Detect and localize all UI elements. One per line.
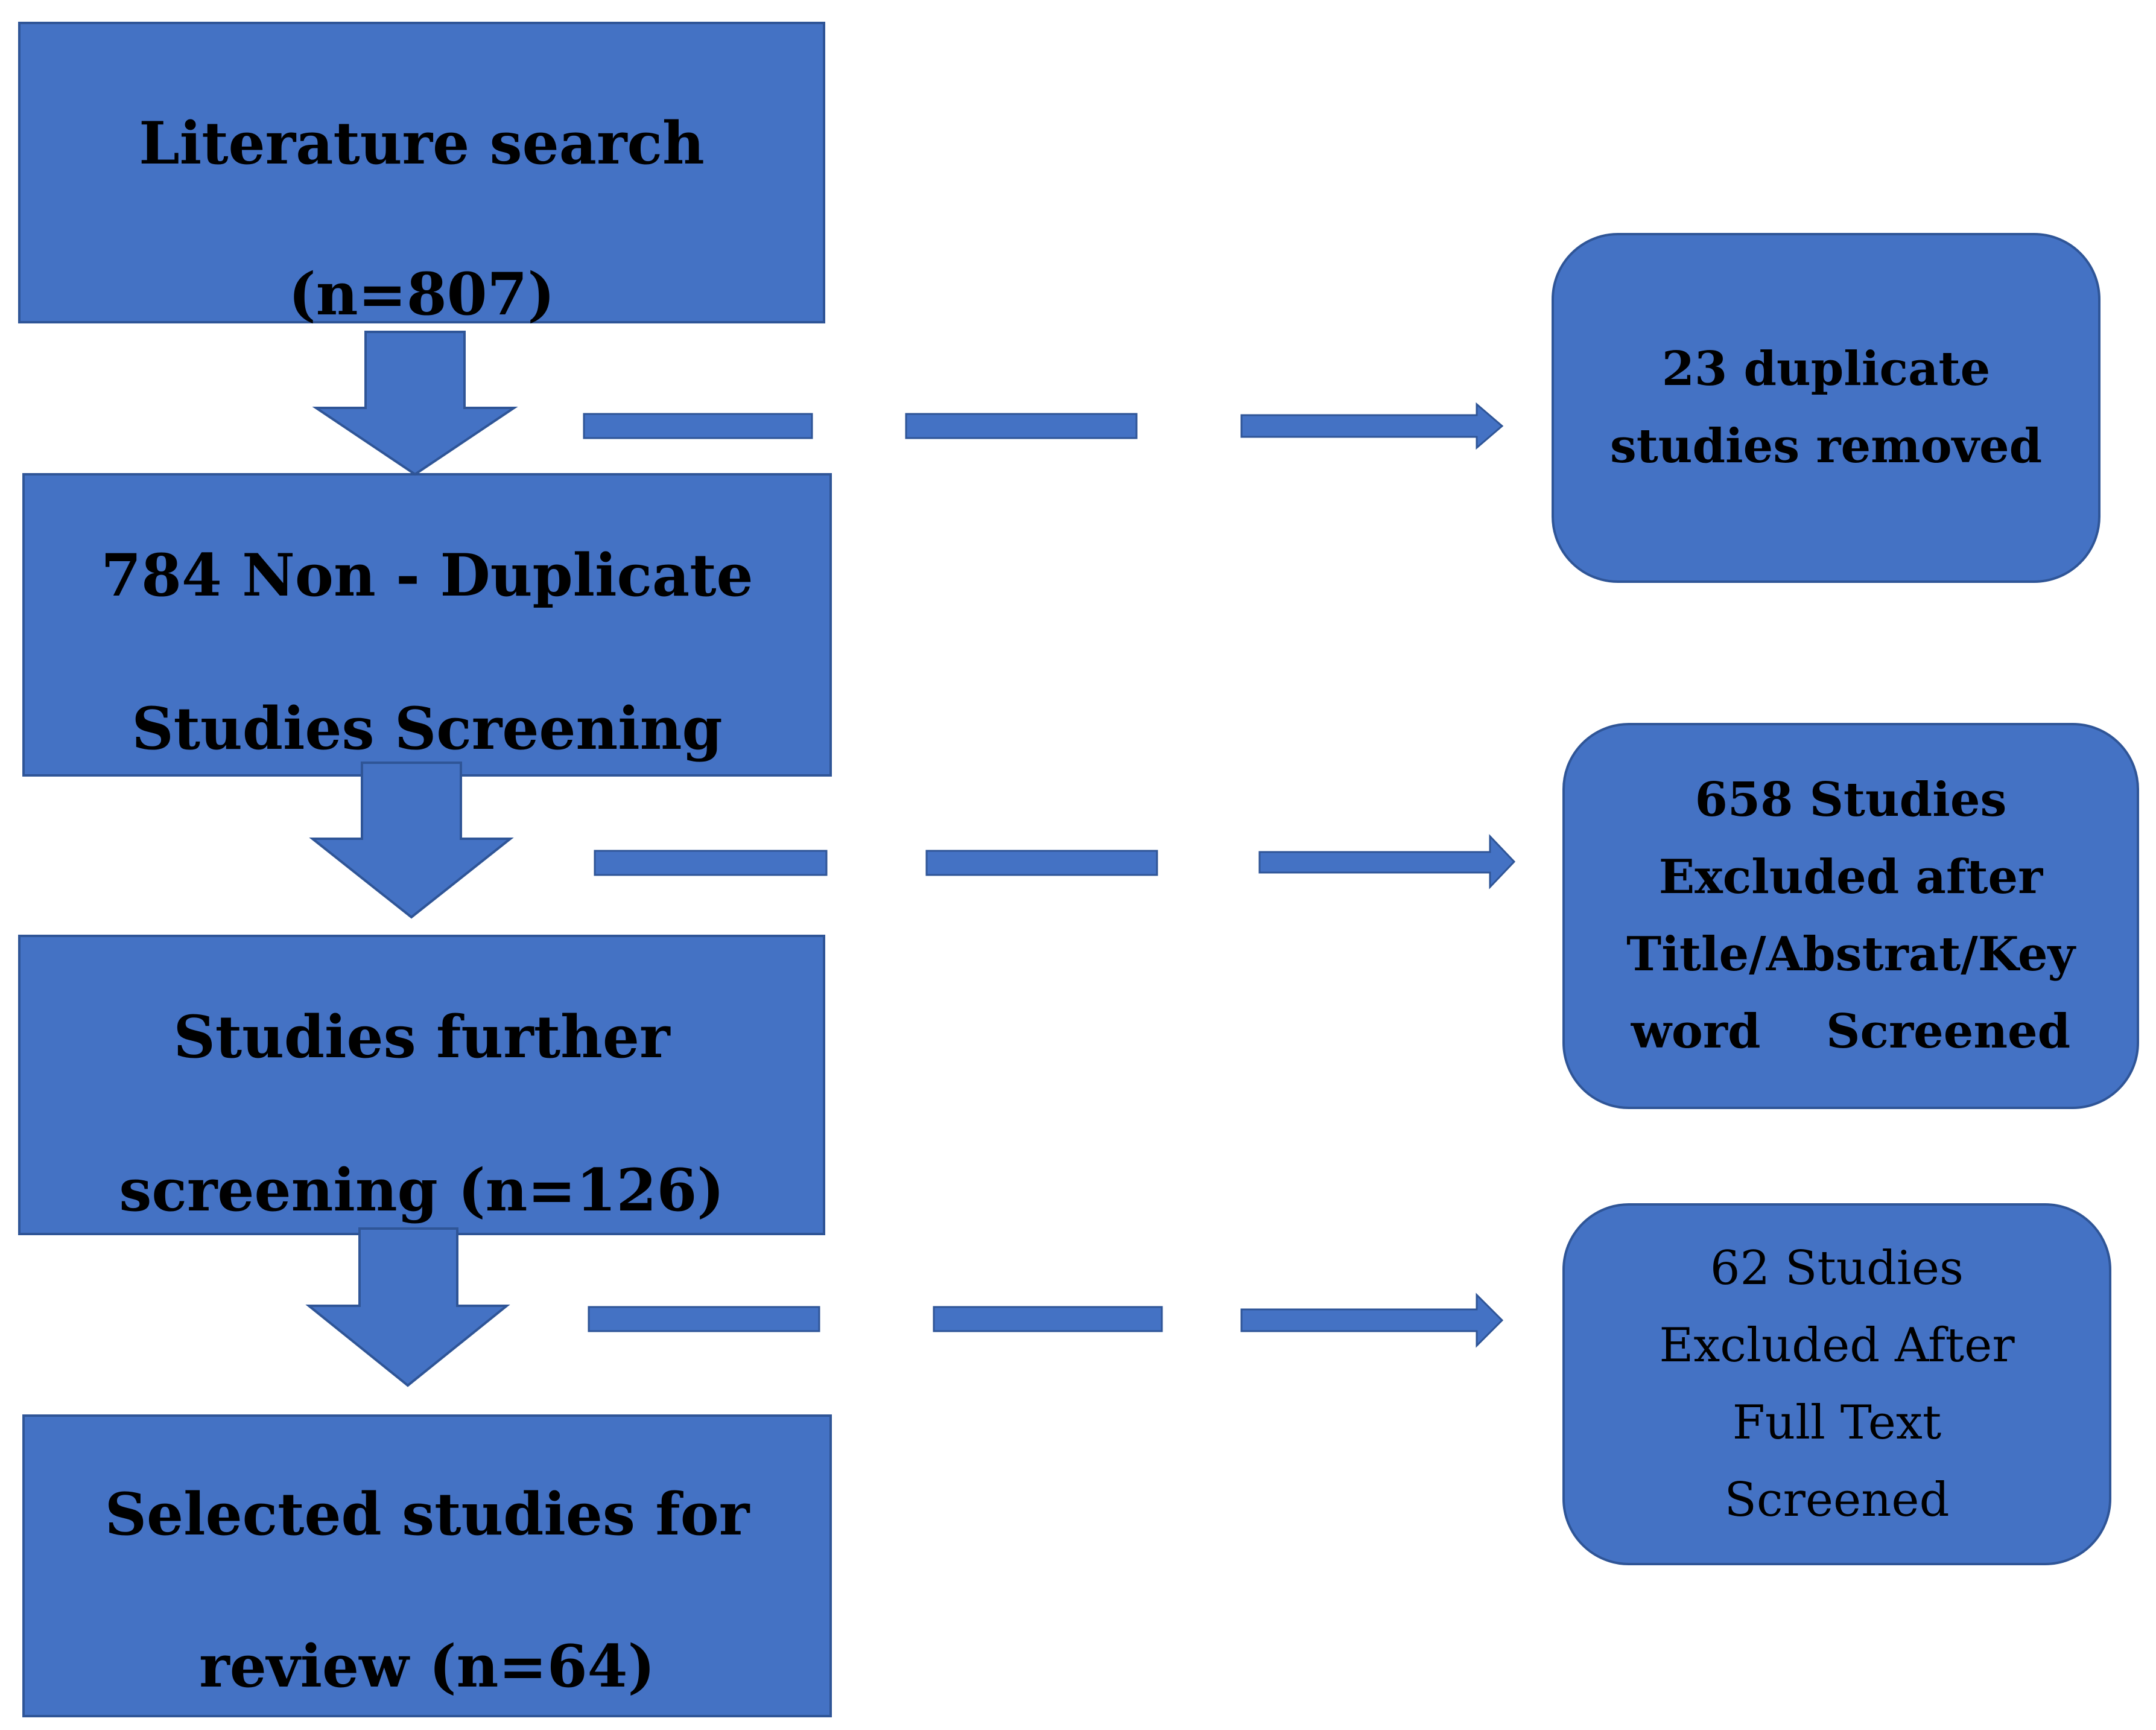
non-duplicate-line-2: Studies Screening [132,695,723,763]
title-abstract-excluded-line-2: Excluded after [1658,850,2043,905]
duplicates-removed-box: 23 duplicate studies removed [1552,233,2101,583]
non-duplicate-line-1: 784 Non - Duplicate [101,541,753,609]
dash-1b [905,413,1138,439]
dash-3a [588,1306,820,1332]
dash-1a [583,413,813,439]
further-screening-line-2: screening (n=126) [119,1156,724,1224]
full-text-excluded-line-1: 62 Studies [1710,1241,1964,1296]
title-abstract-excluded-line-1: 658 Studies [1695,772,2007,827]
full-text-excluded-line-3: Full Text [1732,1396,1942,1450]
duplicates-removed-line-1: 23 duplicate [1661,342,1991,396]
literature-search-line-1: Literature search [139,109,705,177]
title-abstract-excluded-line-4: word Screened [1631,1004,2071,1059]
dash-3b [933,1306,1163,1332]
selected-studies-box: Selected studies for review (n=64) [22,1414,832,1717]
non-duplicate-box: 784 Non - Duplicate Studies Screening [22,473,832,777]
selected-studies-line-1: Selected studies for [104,1480,750,1548]
down-arrow-1 [312,331,518,476]
title-abstract-excluded-line-3: Title/Abstrat/Key [1626,927,2075,982]
full-text-excluded-line-2: Excluded After [1659,1318,2015,1373]
title-abstract-excluded-box: 658 Studies Excluded after Title/Abstrat… [1562,723,2139,1109]
further-screening-line-1: Studies further [173,1003,670,1071]
literature-search-box: Literature search (n=807) [18,22,825,323]
full-text-excluded-box: 62 Studies Excluded After Full Text Scre… [1562,1203,2111,1565]
selected-studies-line-2: review (n=64) [199,1632,655,1700]
right-arrow-1 [1240,402,1504,450]
down-arrow-2 [309,762,514,919]
full-text-excluded-line-4: Screened [1724,1473,1950,1527]
duplicates-removed-line-2: studies removed [1609,419,2043,474]
literature-search-line-2: (n=807) [288,260,555,328]
dash-2a [594,850,828,876]
right-arrow-3 [1240,1293,1504,1348]
right-arrow-2 [1258,834,1516,889]
dash-2b [925,850,1158,876]
down-arrow-3 [305,1227,510,1387]
